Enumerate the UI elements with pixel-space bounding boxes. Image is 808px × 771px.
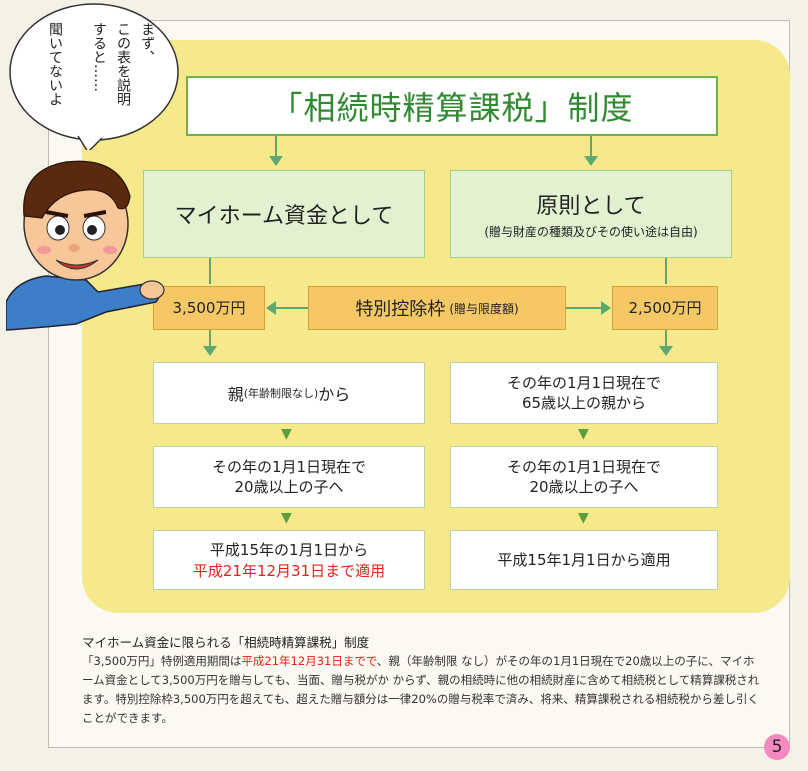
speech-col4: 聞いてないよ	[47, 22, 63, 106]
branch-principle: 原則として (贈与財産の種類及びその使い途は自由)	[450, 170, 732, 258]
deduction-label: 特別控除枠	[355, 299, 446, 320]
arrow-down-icon: ▼	[281, 426, 292, 442]
right-step-2: その年の1月1日現在で 20歳以上の子へ	[450, 446, 718, 508]
arrow-head	[203, 346, 217, 356]
footer-text-red: 平成21年12月31日までで	[241, 654, 377, 668]
page-number-badge: 5	[764, 734, 790, 760]
right-step-2-line2: 20歳以上の子へ	[529, 478, 639, 496]
left-step-3: 平成15年の1月1日から 平成21年12月31日まで適用	[153, 530, 425, 590]
left-step-1-end: から	[318, 385, 351, 404]
arrow-head	[584, 156, 598, 166]
speech-bubble	[9, 3, 179, 150]
speech-col3: すると……	[91, 22, 107, 92]
title-box: 「相続時精算課税」制度	[186, 76, 718, 136]
arrow-down-icon: ▼	[578, 426, 589, 442]
branch-principle-sub: (贈与財産の種類及びその使い途は自由)	[484, 225, 698, 239]
deduction-box: 特別控除枠 (贈与限度額)	[308, 286, 566, 330]
right-step-3-line1: 平成15年1月1日から適用	[497, 551, 671, 569]
branch-myhome-label: マイホーム資金として	[174, 204, 394, 229]
left-step-3-line2: 平成21年12月31日まで適用	[192, 561, 386, 580]
footer-title: マイホーム資金に限られる「相続時精算課税」制度	[82, 635, 370, 650]
speech-col2: この表を説明	[115, 22, 131, 106]
arrow-title-left	[275, 136, 277, 158]
amount-right: 2,500万円	[612, 286, 718, 330]
branch-myhome: マイホーム資金として	[143, 170, 425, 258]
left-step-1-main: 親	[227, 385, 244, 404]
left-step-1: 親 (年齢制限なし) から	[153, 362, 425, 424]
right-step-1-line2: 65歳以上の親から	[521, 394, 647, 412]
speech-col1: まず、	[139, 22, 155, 64]
right-step-1-line1: その年の1月1日現在で	[506, 374, 662, 392]
footer-text: 「3,500万円」特例適用期間は平成21年12月31日までで、親（年齢制限 なし…	[82, 652, 762, 728]
left-step-2-line2: 20歳以上の子へ	[234, 478, 344, 496]
arrow-head	[601, 301, 611, 315]
left-step-2: その年の1月1日現在で 20歳以上の子へ	[153, 446, 425, 508]
right-step-1: その年の1月1日現在で 65歳以上の親から	[450, 362, 718, 424]
arrow-down-icon: ▼	[578, 510, 589, 526]
footer-text-part1: 「3,500万円」特例適用期間は	[82, 654, 242, 668]
arrow-head	[269, 156, 283, 166]
arrow-title-right	[590, 136, 592, 158]
page-title: 「相続時精算課税」制度	[270, 89, 634, 127]
amount-left: 3,500万円	[153, 286, 265, 330]
amount-left-text: 3,500万円	[172, 299, 246, 317]
arrow-head	[659, 346, 673, 356]
arrow-down-icon: ▼	[281, 510, 292, 526]
amount-right-text: 2,500万円	[628, 299, 702, 317]
arrow-right-amount-down	[665, 330, 667, 348]
arrow-right-down	[665, 258, 667, 284]
arrow-left-amount-down	[209, 330, 211, 348]
left-step-3-line1: 平成15年の1月1日から	[209, 540, 369, 559]
arrow-deduction-left	[275, 307, 308, 309]
right-step-3: 平成15年1月1日から適用	[450, 530, 718, 590]
presenter-character-illustration	[6, 160, 165, 331]
left-step-1-small: (年齢制限なし)	[243, 387, 319, 400]
arrow-deduction-right	[566, 307, 602, 309]
left-step-2-line1: その年の1月1日現在で	[211, 458, 367, 476]
deduction-sub: (贈与限度額)	[449, 301, 519, 316]
right-step-2-line1: その年の1月1日現在で	[506, 458, 662, 476]
footer-text-part2: 、親（年齢制限 なし）がその年の1月1日現在で20歳以上の子に、マイホーム資金と…	[82, 654, 760, 725]
arrow-left-down	[209, 258, 211, 284]
arrow-head	[266, 301, 276, 315]
branch-principle-label: 原則として	[536, 194, 646, 219]
